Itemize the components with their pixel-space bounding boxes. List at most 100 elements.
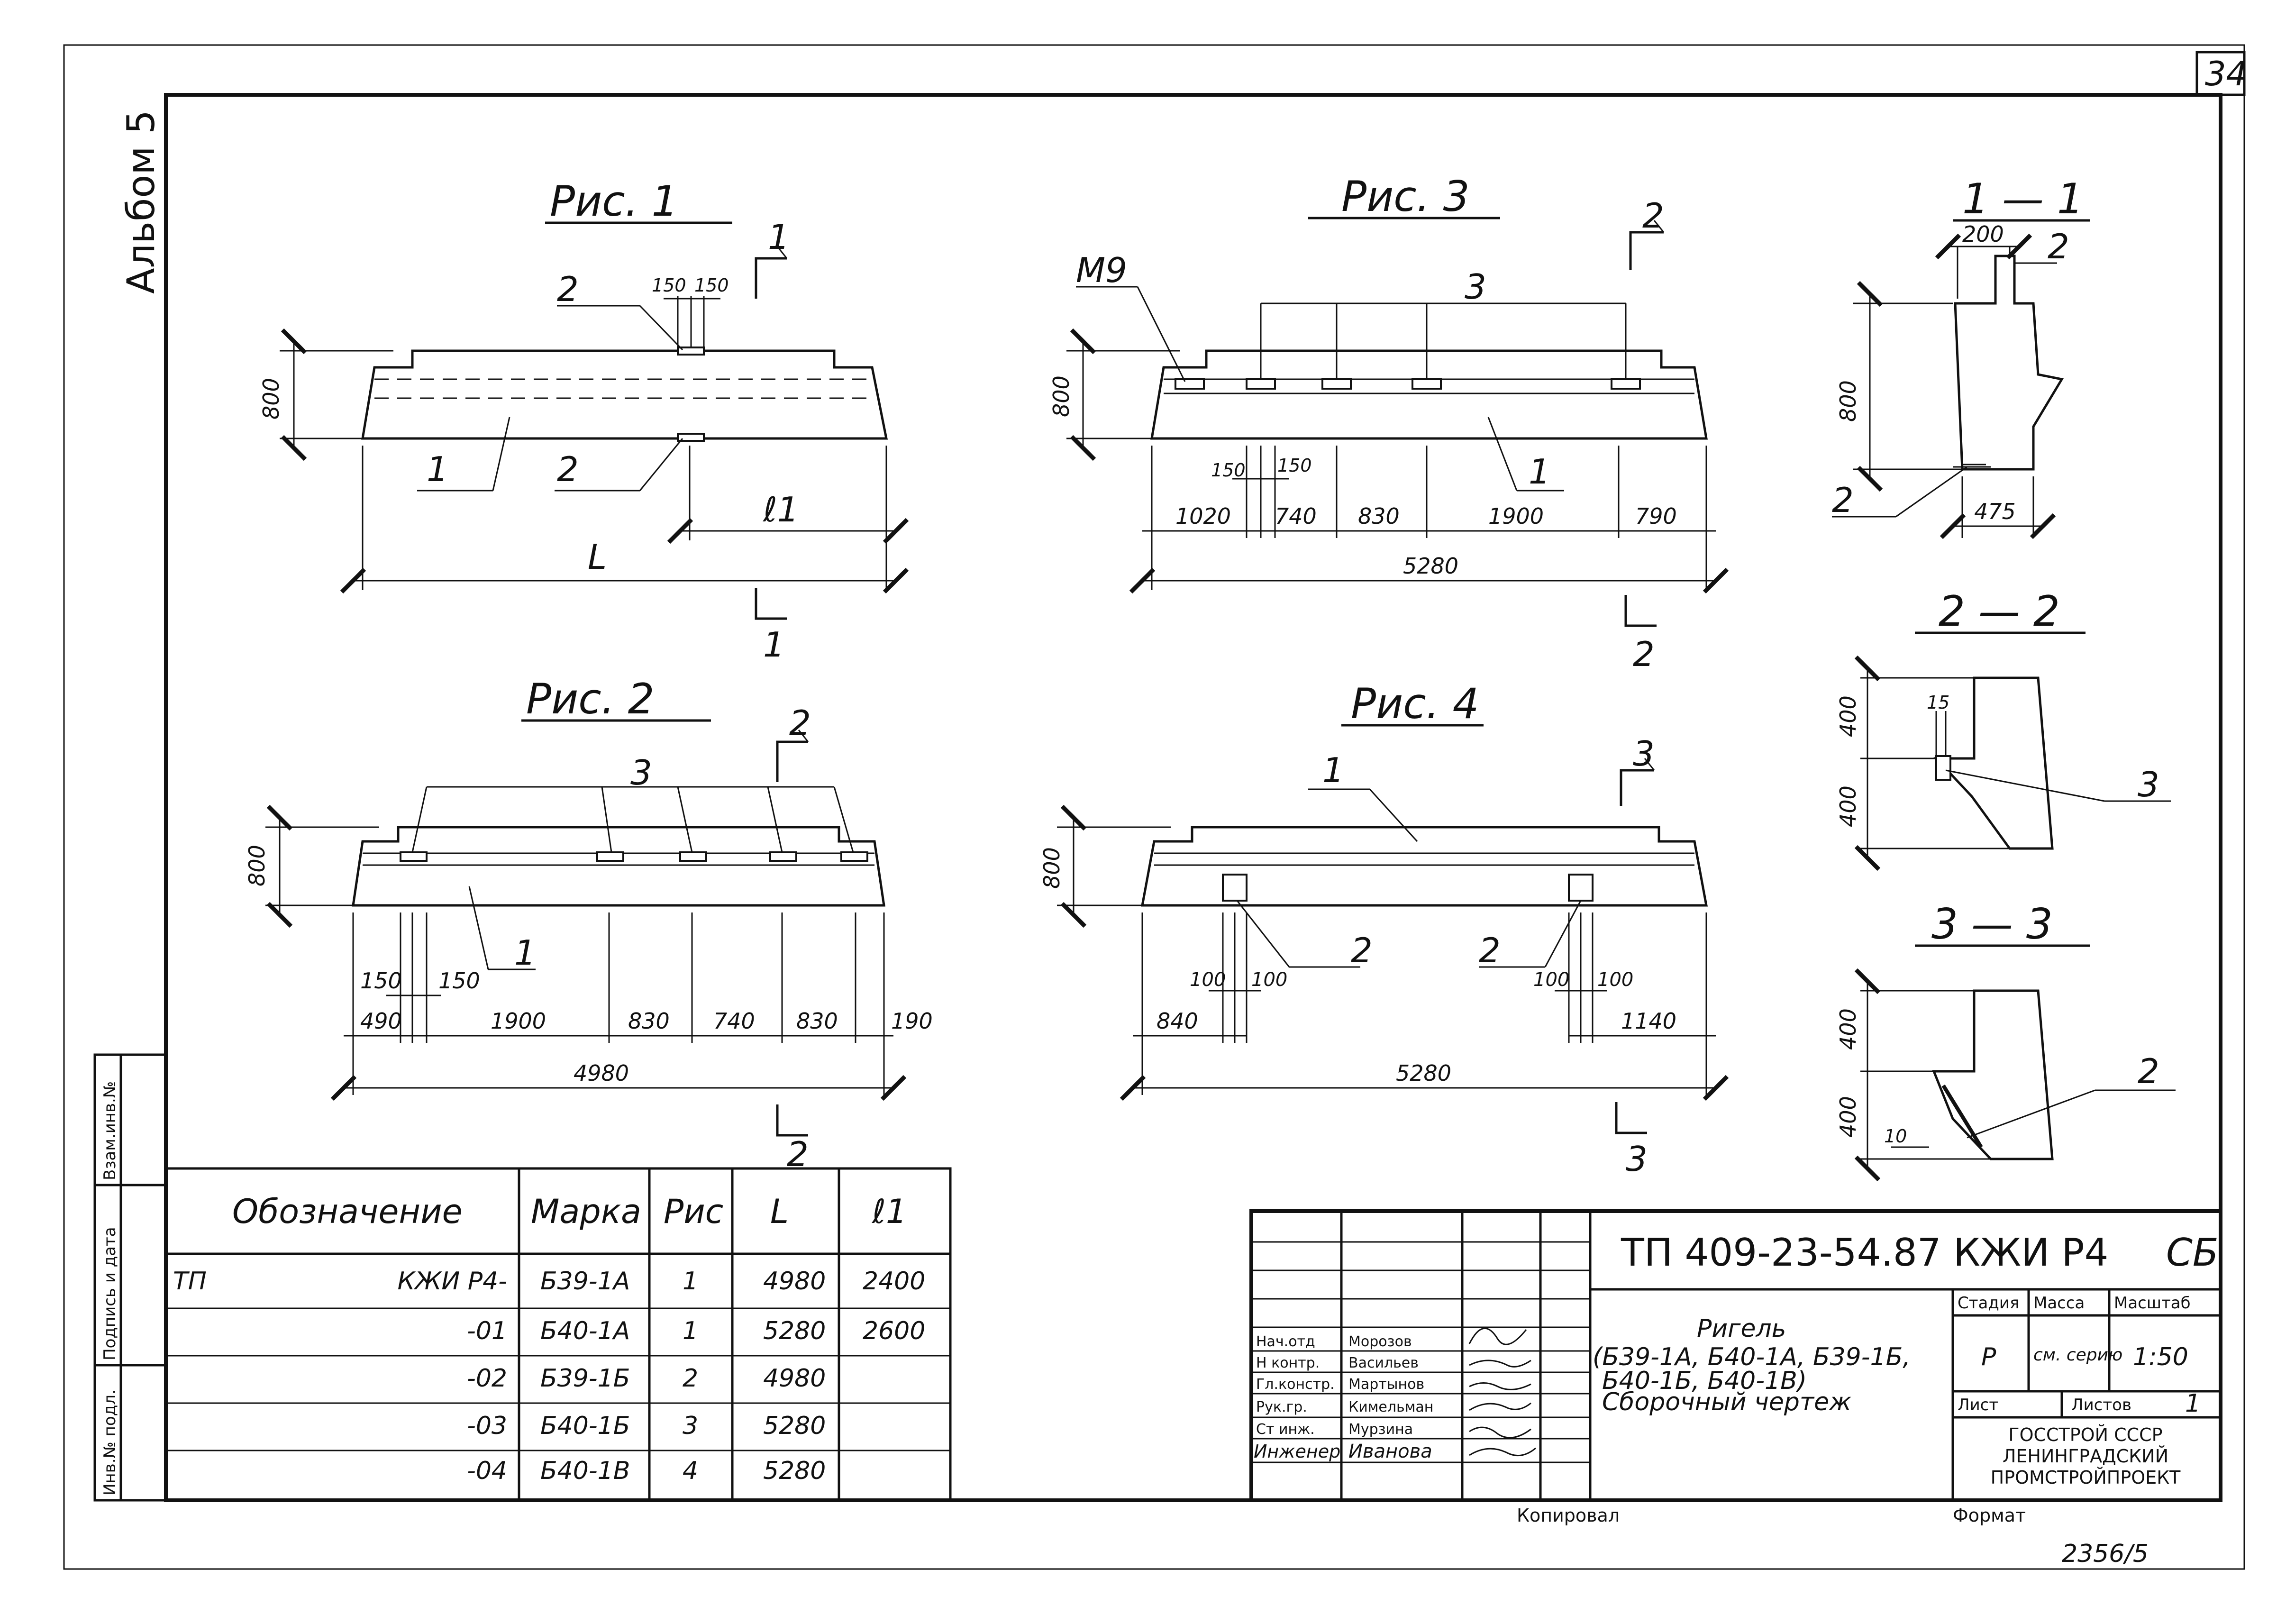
section-2-2: 2 — 2 400 400 15 3 <box>1835 587 2171 871</box>
inner-frame <box>164 93 2222 1502</box>
fig1-callout-2-top: 2 <box>557 269 579 309</box>
fig2-chain-3: 740 <box>713 1008 755 1034</box>
table-row: КЖИ Р4- Б39-1А 1 4980 2400 <box>397 1267 925 1296</box>
fig4-chain-right: 1140 <box>1621 1008 1676 1034</box>
fig4-callout-2-right: 2 <box>1479 931 1501 970</box>
s33-title: 3 — 3 <box>1931 900 2053 949</box>
spec-row-0-l1: 2400 <box>863 1267 925 1296</box>
fig2-small-dim-a: 150 <box>360 968 402 994</box>
spec-row-2-mark: Б39-1Б <box>540 1364 630 1393</box>
fig4-callout-2-left: 2 <box>1351 931 1373 970</box>
section-3-3: 3 — 3 400 400 10 2 <box>1835 900 2176 1182</box>
fig4-small-left-b: 100 <box>1251 969 1287 991</box>
figure-1: Рис. 1 800 150 150 2 1 2 ℓ1 <box>258 177 909 665</box>
fig3-embed-label: М9 <box>1076 250 1127 290</box>
fig3-chain-2: 830 <box>1358 503 1400 529</box>
s22-h-top: 400 <box>1835 695 1861 737</box>
spec-row-1-L: 5280 <box>763 1317 826 1345</box>
fig1-dim-L: L <box>588 537 607 577</box>
spec-row-1-designation: -01 <box>467 1317 507 1345</box>
tb-role-0: Нач.отд <box>1256 1333 1315 1350</box>
tb-name-4: Мурзина <box>1348 1421 1413 1438</box>
fig3-beam <box>1150 349 1708 440</box>
tb-mass: см. серию <box>2033 1345 2122 1365</box>
outer-frame <box>63 44 2245 1570</box>
fig1-section-top: 1 <box>768 217 790 257</box>
tb-role-5: Инженер <box>1254 1441 1340 1462</box>
table-row: -04 Б40-1В 4 5280 <box>467 1457 826 1485</box>
figure-3: Рис. 3 М9 3 1 800 <box>1048 172 1729 674</box>
tb-scale-label: Масштаб <box>2114 1294 2191 1313</box>
spec-row-2-L: 4980 <box>763 1364 826 1393</box>
s33-callout: 2 <box>2138 1051 2159 1091</box>
s33-gap: 10 <box>1884 1126 1907 1147</box>
fig4-height: 800 <box>1039 847 1065 889</box>
spec-header-fig: Рис <box>664 1192 723 1231</box>
spec-row-4-L: 5280 <box>763 1457 826 1485</box>
tb-sheets-label: Листов <box>2071 1396 2131 1414</box>
fig1-callout-1: 1 <box>427 449 448 489</box>
format-label: Формат <box>1953 1505 2026 1526</box>
s22-title: 2 — 2 <box>1939 587 2060 636</box>
tb-name-0: Морозов <box>1348 1333 1412 1350</box>
fig2-height: 800 <box>244 845 270 886</box>
fig3-section-bottom: 2 <box>1633 634 1655 674</box>
fig2-title: Рис. 2 <box>526 675 655 723</box>
fig3-callout-1: 1 <box>1529 452 1550 492</box>
tb-suffix: СБ <box>2166 1231 2219 1275</box>
fig2-total: 4980 <box>574 1060 629 1086</box>
tb-name-line-3: Сборочный чертеж <box>1602 1388 1851 1416</box>
side-stamp-sign: Подпись и дата <box>100 1227 119 1360</box>
sheet-number-box <box>2195 51 2246 96</box>
fig1-section-bottom: 1 <box>763 625 785 665</box>
spec-table: Обозначение Марка Рис L ℓ1 ТП КЖИ Р4- Б3… <box>164 1167 952 1502</box>
fig2-chain-4: 830 <box>796 1008 838 1034</box>
fig3-chain-3: 1900 <box>1488 503 1544 529</box>
fig2-callout-3: 3 <box>630 753 652 793</box>
fig3-chain-0: 1020 <box>1175 503 1231 529</box>
s22-gap: 15 <box>1927 692 1949 713</box>
fig2-chain-1: 1900 <box>491 1008 546 1034</box>
tb-role-1: Н контр. <box>1256 1355 1320 1371</box>
tb-role-4: Ст инж. <box>1256 1421 1315 1438</box>
tb-org-2: ПРОМСТРОЙПРОЕКТ <box>1991 1467 2181 1488</box>
fig4-beam <box>1140 826 1708 907</box>
tb-role-3: Рук.гр. <box>1256 1399 1307 1415</box>
spec-header-designation: Обозначение <box>232 1192 463 1231</box>
s33-h-top: 400 <box>1835 1008 1861 1050</box>
album-label: Альбом 5 <box>119 110 163 294</box>
fig1-dim-b: 150 <box>694 275 729 296</box>
spec-row-1-mark: Б40-1А <box>540 1317 630 1345</box>
fig3-callout-3: 3 <box>1465 267 1486 307</box>
tb-code: ТП 409-23-54.87 КЖИ Р4 <box>1621 1231 2109 1275</box>
tb-role-2: Гл.констр. <box>1256 1376 1335 1393</box>
spec-row-1-fig: 1 <box>683 1317 698 1345</box>
tb-stage-label: Стадия <box>1958 1294 2019 1313</box>
spec-row-3-designation: -03 <box>467 1412 507 1440</box>
fig2-callout-1: 1 <box>514 933 536 973</box>
fig3-small-dim-b: 150 <box>1277 455 1312 476</box>
tb-name-line-2: Б40-1Б, Б40-1В) <box>1602 1367 1807 1395</box>
fig4-callout-1: 1 <box>1322 750 1344 790</box>
table-row: -02 Б39-1Б 2 4980 <box>467 1364 826 1393</box>
s22-outline <box>1933 676 2054 850</box>
s11-top-width: 200 <box>1962 221 2004 247</box>
spec-row-0-designation: КЖИ Р4- <box>397 1267 507 1296</box>
title-block: Нач.отд Морозов Н контр. Васильев Гл.кон… <box>1249 1209 2222 1502</box>
tb-sheet-label: Лист <box>1958 1396 1998 1414</box>
fig4-small-left-a: 100 <box>1190 969 1226 991</box>
tb-stage: Р <box>1981 1343 1996 1371</box>
fig2-section-top: 2 <box>789 703 811 743</box>
fig3-small-dim-a: 150 <box>1211 460 1246 481</box>
tb-name-line-1: (Б39-1А, Б40-1А, Б39-1Б, <box>1593 1343 1911 1371</box>
side-stamp: Инв.№ подл. Подпись и дата Взам.инв.№ <box>93 1053 167 1502</box>
tb-name-2: Мартынов <box>1348 1376 1424 1393</box>
fig4-total: 5280 <box>1396 1060 1451 1086</box>
fig2-chain-2: 830 <box>628 1008 670 1034</box>
copied-label: Копировал <box>1517 1505 1620 1526</box>
tb-org-0: ГОССТРОЙ СССР <box>2008 1424 2162 1445</box>
tb-mass-label: Масса <box>2033 1294 2085 1313</box>
s11-height: 800 <box>1835 380 1861 422</box>
fig1-height: 800 <box>258 378 284 420</box>
s33-outline <box>1932 989 2054 1160</box>
